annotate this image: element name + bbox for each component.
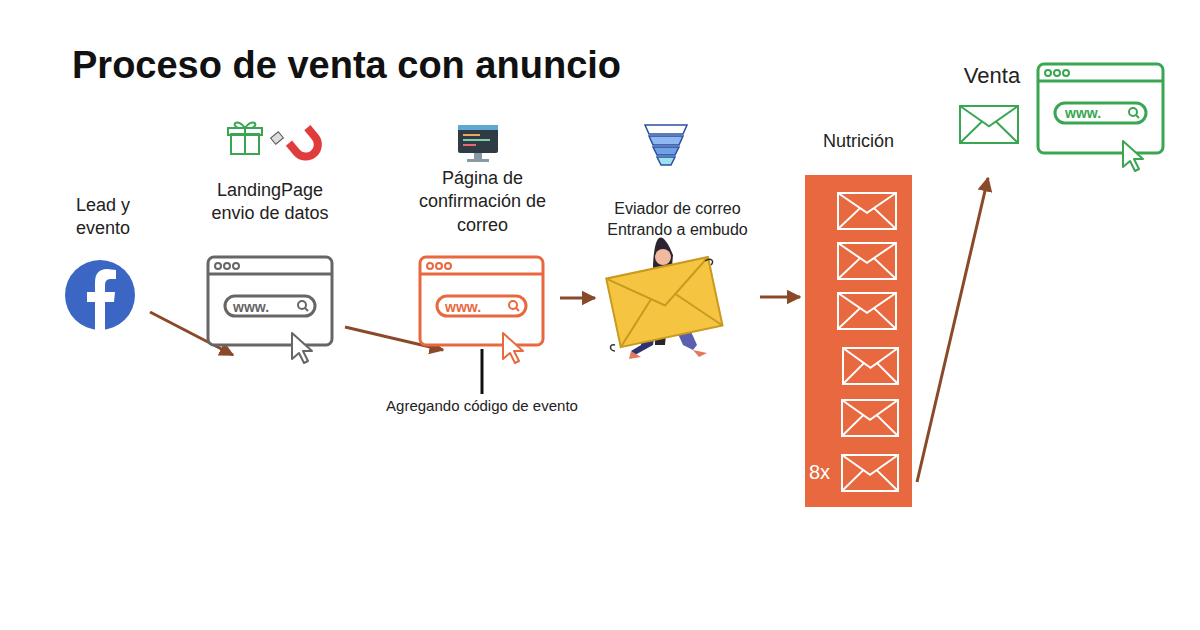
node-shape xyxy=(195,175,345,355)
magnet-icon xyxy=(271,128,323,162)
landing-page-window: LandingPage envio de datos www. xyxy=(195,175,345,355)
node-heading: Eviador de correo Entrando a embudo xyxy=(595,199,760,241)
confirmation-page-window: Página de confirmación de correo www. xyxy=(405,165,560,350)
sale-window: Venta www. xyxy=(950,60,1168,178)
url-text: www. xyxy=(445,298,495,316)
gift-icon xyxy=(228,123,262,154)
node-heading: Nutrición xyxy=(800,130,917,153)
note-label: Agregando código de evento xyxy=(372,397,592,414)
url-text: www. xyxy=(1065,104,1115,122)
facebook-circle: Lead y evento xyxy=(55,190,150,340)
nurture-band: Nutrición 8x xyxy=(800,128,917,510)
funnel-icon xyxy=(645,125,687,165)
url-text: www. xyxy=(233,298,283,316)
node-shape xyxy=(595,195,760,365)
diagram-title: Proceso de venta con anuncio xyxy=(72,44,621,87)
flow-arrow xyxy=(917,178,988,482)
node-heading: LandingPage envio de datos xyxy=(200,179,340,226)
node-heading: Página de confirmación de correo xyxy=(405,167,560,237)
flow-arrow xyxy=(560,297,595,300)
code-monitor-icon xyxy=(458,125,498,162)
leader-line xyxy=(481,349,484,394)
flow-arrow xyxy=(760,296,800,299)
node-heading: Lead y evento xyxy=(63,194,143,241)
count-label: 8x xyxy=(809,459,839,485)
node-shape xyxy=(800,128,917,510)
node-heading: Venta xyxy=(952,62,1032,91)
email-sender-illustration: Eviador de correo Entrando a embudo xyxy=(595,195,760,365)
